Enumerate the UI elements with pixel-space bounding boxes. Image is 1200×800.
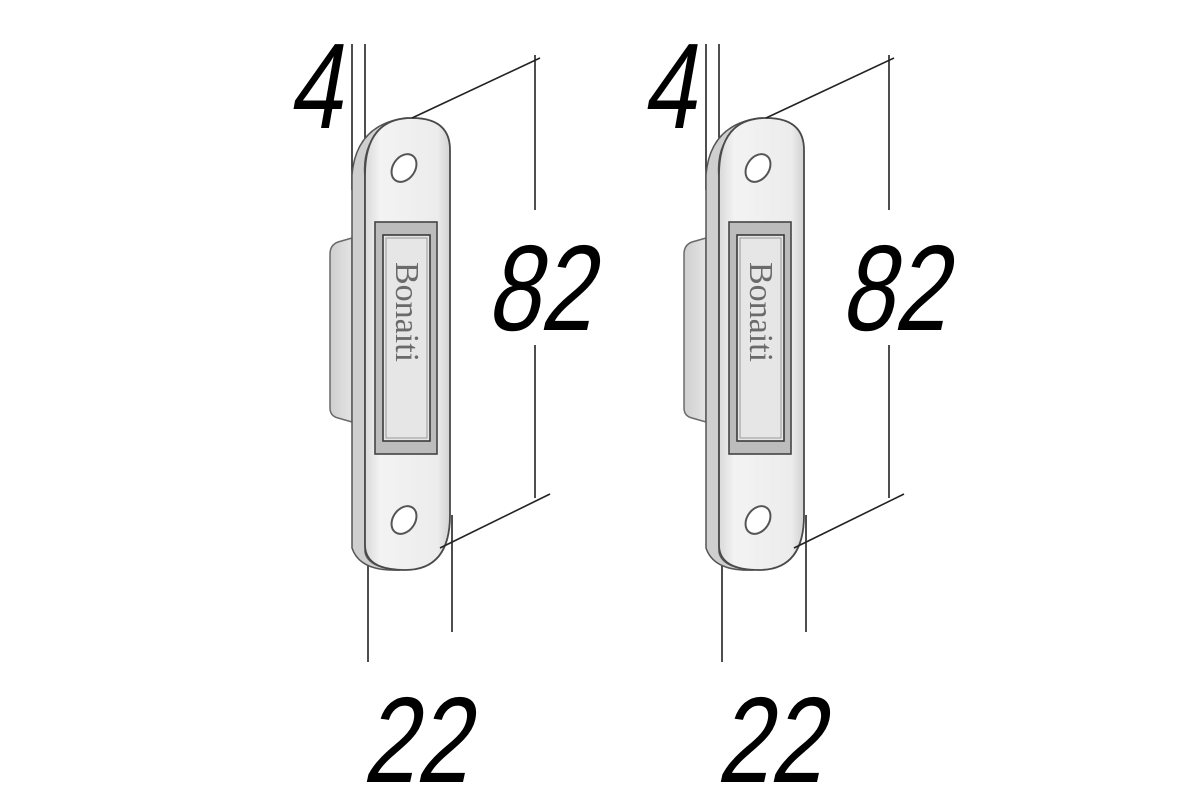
screw-hole-bottom-right: [744, 505, 772, 535]
latch-opening-right: [728, 221, 792, 455]
screw-hole-bottom-left: [390, 505, 418, 535]
strike-plate-right: Bonaiti: [683, 44, 905, 662]
strike-box-left: [329, 237, 353, 423]
width-label-left: 22: [356, 672, 491, 800]
thickness-guides-left: [351, 44, 453, 662]
brand-logo-left: Bonaiti: [388, 262, 425, 362]
thickness-label-right: 4: [637, 19, 714, 155]
latch-opening-left: [374, 221, 438, 455]
height-dimension-left: [411, 55, 551, 549]
height-label-right: 82: [834, 220, 969, 356]
thickness-label-left: 4: [283, 19, 360, 155]
brand-logo-right: Bonaiti: [742, 262, 779, 362]
height-label-left: 82: [480, 220, 615, 356]
strike-plate-left: Bonaiti: [329, 44, 551, 662]
screw-hole-top-right: [744, 153, 772, 183]
width-label-right: 22: [710, 672, 845, 800]
screw-hole-top-left: [390, 153, 418, 183]
thickness-guides-right: [705, 44, 807, 662]
strike-box-right: [683, 237, 707, 423]
height-dimension-right: [765, 55, 905, 549]
